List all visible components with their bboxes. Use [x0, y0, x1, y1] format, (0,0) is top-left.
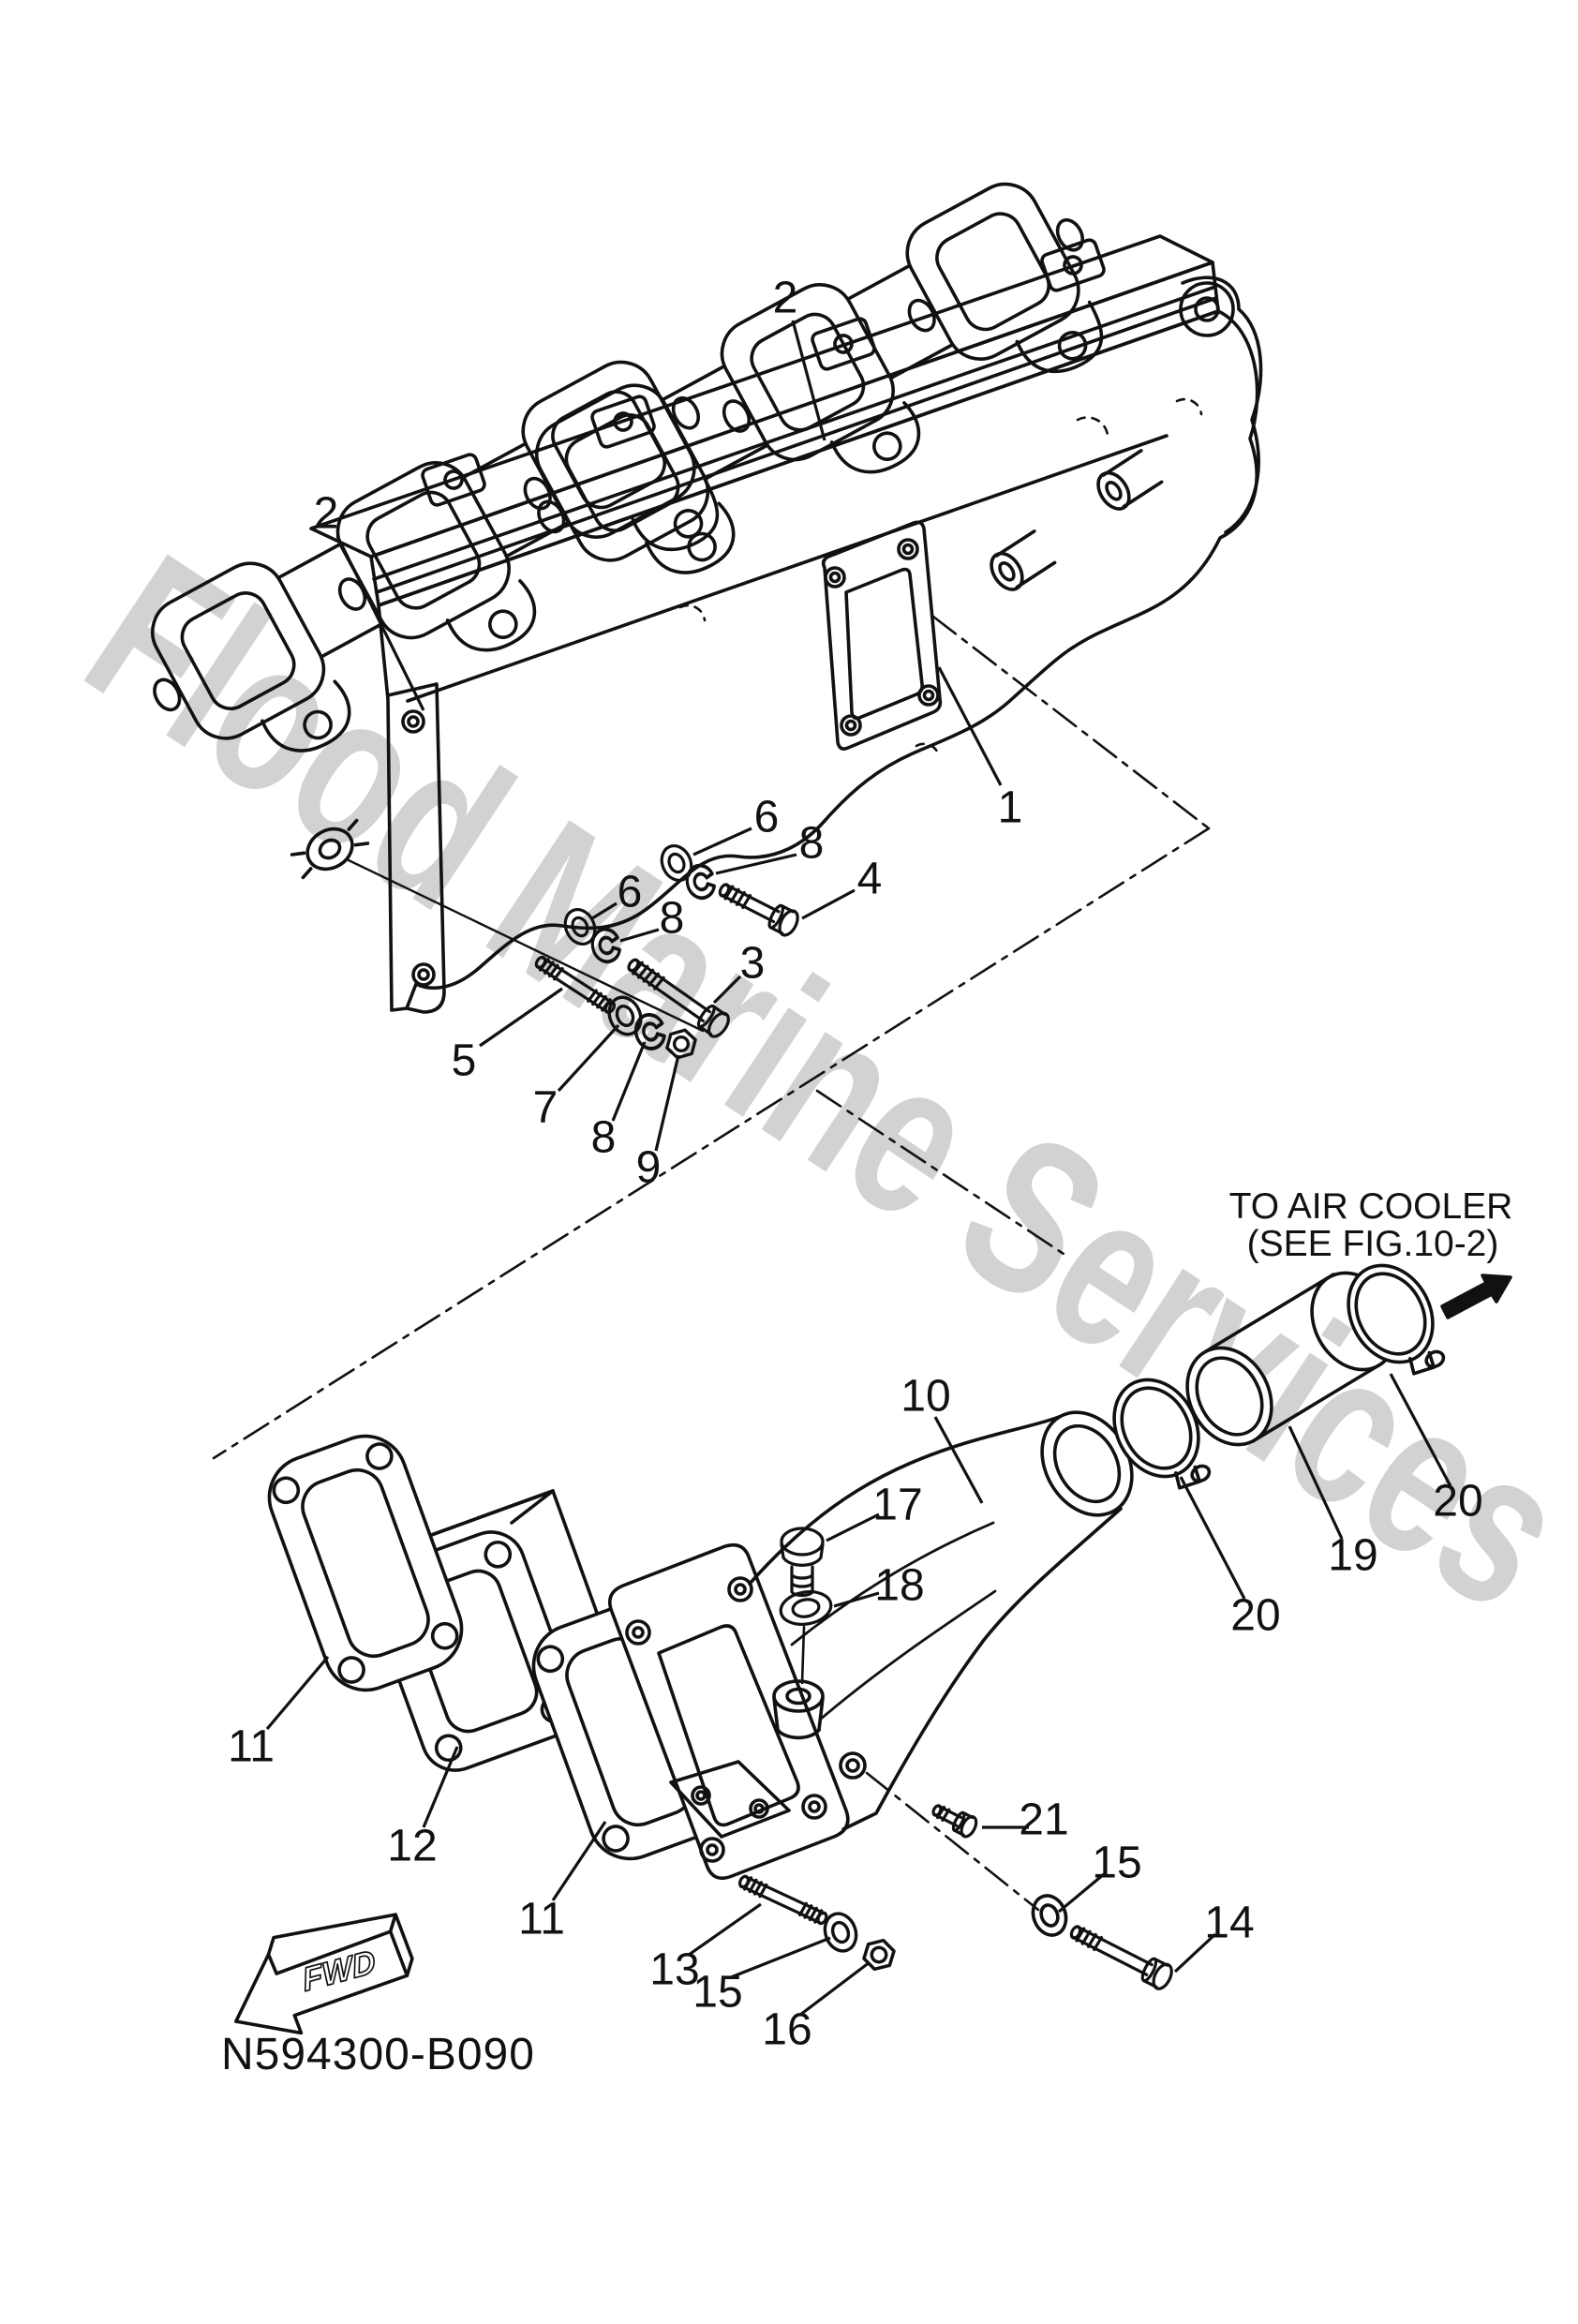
- callout-16: 16: [762, 2005, 811, 2055]
- fwd-arrow-icon: FWD: [234, 1913, 414, 2035]
- bottom-hardware: [737, 1804, 1173, 1990]
- callout-20: 20: [1433, 1477, 1482, 1527]
- leader-line: [422, 1746, 459, 1828]
- leader-line: [692, 827, 752, 857]
- air-cooler-note-line2: (SEE FIG.10-2): [1247, 1224, 1499, 1264]
- phantom-lines: [212, 615, 1211, 1912]
- hardware-cluster: [534, 839, 799, 1062]
- leader-line: [799, 1960, 871, 2017]
- part-manifold-1: [290, 234, 1263, 1033]
- callouts-layer: 2216846835789101718201920111211211514131…: [228, 274, 1483, 2055]
- part-washer-15a: [1025, 1889, 1074, 1942]
- leader-line: [265, 1655, 330, 1731]
- leader-line: [591, 901, 618, 920]
- part-washer-18: [779, 1590, 833, 1626]
- air-cooler-note: TO AIR COOLER (SEE FIG.10-2): [1229, 1186, 1513, 1264]
- leader-line: [791, 320, 826, 441]
- callout-8: 8: [660, 894, 685, 944]
- drawing-layer: FWD: [117, 157, 1512, 2035]
- leader-line: [826, 1512, 880, 1542]
- part-stud-13: [737, 1874, 828, 1926]
- callout-4: 4: [857, 855, 883, 904]
- leader-line: [1389, 1373, 1452, 1487]
- callout-6: 6: [618, 868, 643, 917]
- leader-line: [1173, 1932, 1217, 1974]
- leader-line: [335, 535, 425, 711]
- leader-line: [730, 1936, 831, 1979]
- leader-line: [933, 1416, 984, 1504]
- leader-line: [1179, 1476, 1246, 1600]
- leader-line: [1057, 1872, 1106, 1914]
- callout-14: 14: [1204, 1899, 1254, 1948]
- callout-21: 21: [1019, 1795, 1068, 1845]
- callout-7: 7: [533, 1083, 558, 1133]
- leader-line: [479, 987, 563, 1048]
- part-bolt-14: [1069, 1925, 1173, 1990]
- callout-11: 11: [518, 1895, 565, 1944]
- air-cooler-note-line1: TO AIR COOLER: [1229, 1186, 1513, 1227]
- part-code-label: N594300-B090: [221, 2030, 535, 2079]
- callout-17: 17: [872, 1481, 922, 1530]
- leader-line: [654, 1054, 680, 1152]
- leader-line: [557, 1023, 620, 1093]
- callout-19: 19: [1328, 1531, 1377, 1581]
- leader-line: [1288, 1425, 1344, 1540]
- callout-12: 12: [387, 1822, 437, 1871]
- leader-line: [611, 1041, 647, 1122]
- callout-6: 6: [754, 793, 780, 842]
- leader-line: [619, 928, 660, 943]
- leader-line: [833, 1591, 880, 1608]
- callout-1: 1: [998, 783, 1023, 833]
- leader-line: [801, 888, 856, 920]
- part-plug-17: [780, 1527, 825, 1598]
- elbow-drain-boss: [772, 1625, 825, 1740]
- callout-9: 9: [636, 1143, 662, 1193]
- leader-line: [551, 1821, 607, 1901]
- leader-line: [937, 666, 1003, 786]
- callout-3: 3: [740, 939, 766, 989]
- callout-2: 2: [314, 489, 339, 539]
- leader-lines-layer: [265, 320, 1452, 2017]
- part-gasket-11a: [256, 1423, 475, 1704]
- callout-11: 11: [228, 1722, 275, 1772]
- callout-8: 8: [591, 1113, 617, 1163]
- callout-10: 10: [901, 1372, 950, 1422]
- leader-line: [715, 853, 797, 875]
- callout-8: 8: [799, 819, 825, 869]
- leader-line: [688, 1902, 762, 1957]
- part-bolt-3: [627, 958, 730, 1038]
- callout-5: 5: [452, 1036, 477, 1086]
- callout-20: 20: [1230, 1591, 1280, 1641]
- callout-13: 13: [649, 1945, 699, 1995]
- part-stud-5: [534, 955, 617, 1015]
- callout-15: 15: [692, 1968, 742, 2018]
- air-cooler-arrow-icon: [1440, 1274, 1512, 1319]
- callout-15: 15: [1092, 1839, 1141, 1888]
- part-bolt-4: [718, 883, 799, 937]
- callout-18: 18: [874, 1561, 924, 1611]
- callout-2: 2: [773, 274, 798, 323]
- part-bolt-21: [931, 1804, 978, 1839]
- leader-line: [712, 975, 742, 1005]
